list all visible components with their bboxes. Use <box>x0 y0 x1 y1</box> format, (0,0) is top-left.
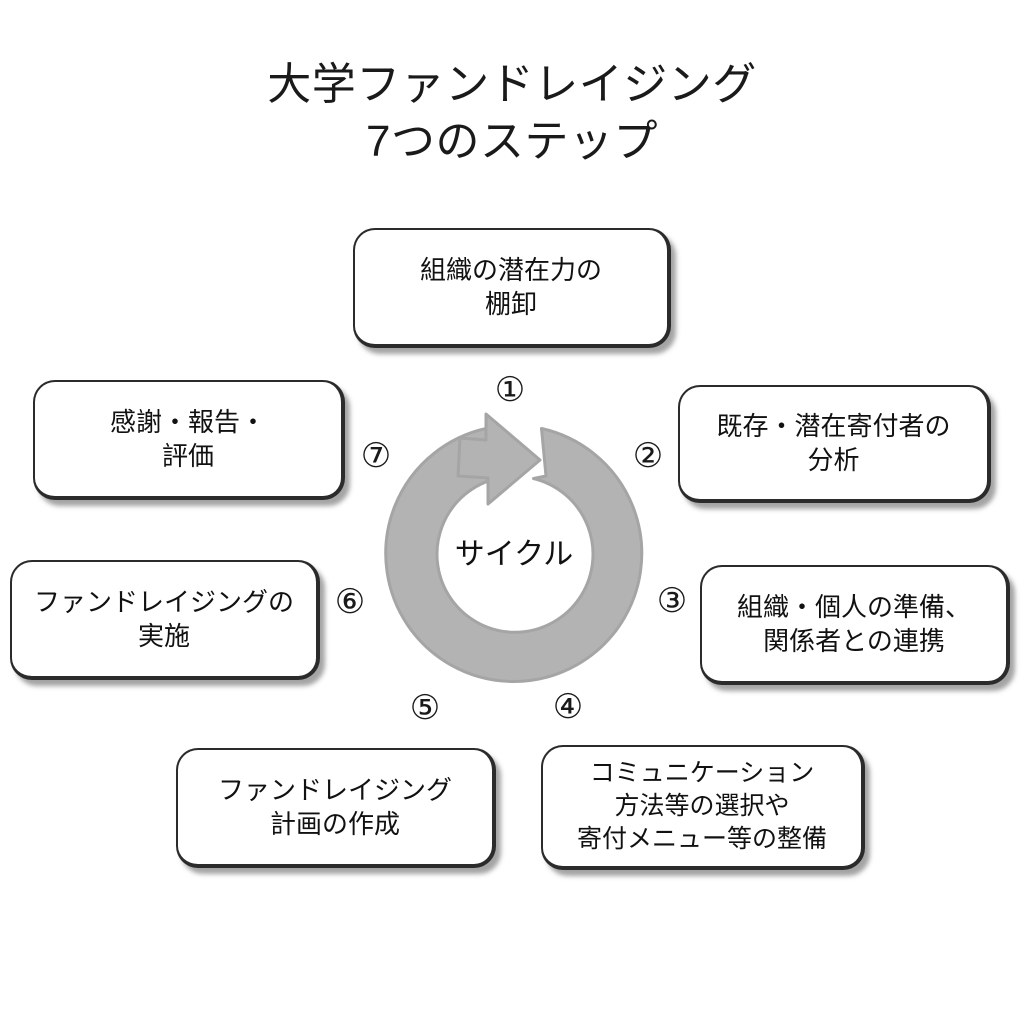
step-number-7: ⑦ <box>360 437 392 475</box>
step-number-4: ④ <box>552 688 584 726</box>
cycle-ring-path <box>384 427 644 683</box>
step-number-6: ⑥ <box>334 583 366 621</box>
step-box-7-label: 感謝・報告・ 評価 <box>109 406 266 471</box>
step-box-5[interactable]: ファンドレイジング 計画の作成 <box>176 748 496 868</box>
step-box-1-label: 組織の潜在力の 棚卸 <box>419 254 602 319</box>
step-box-2[interactable]: 既存・潜在寄付者の 分析 <box>678 385 991 503</box>
cycle-center-label: サイクル <box>454 538 574 571</box>
step-box-2-label: 既存・潜在寄付者の 分析 <box>716 410 951 475</box>
page-title: 大学ファンドレイジング 7つのステップ <box>267 60 757 167</box>
step-box-5-label: ファンドレイジング 計画の作成 <box>217 774 452 839</box>
step-box-3[interactable]: 組織・個人の準備、 関係者との連携 <box>700 565 1010 685</box>
step-number-5: ⑤ <box>409 689 441 727</box>
cycle-arrowhead <box>456 412 542 506</box>
step-box-3-label: 組織・個人の準備、 関係者との連携 <box>736 591 971 656</box>
step-box-6-label: ファンドレイジングの 実施 <box>33 586 294 651</box>
step-box-6[interactable]: ファンドレイジングの 実施 <box>10 560 320 680</box>
cycle-arrow-graphic: サイクル <box>368 408 660 700</box>
step-box-4-label: コミュニケーション 方法等の選択や 寄付メニュー等の整備 <box>576 759 827 853</box>
step-box-7[interactable]: 感謝・報告・ 評価 <box>33 380 345 500</box>
step-box-1[interactable]: 組織の潜在力の 棚卸 <box>353 228 671 348</box>
step-box-4[interactable]: コミュニケーション 方法等の選択や 寄付メニュー等の整備 <box>541 745 865 870</box>
step-number-3: ③ <box>656 582 688 620</box>
step-number-1: ① <box>494 371 526 409</box>
step-number-2: ② <box>632 437 664 475</box>
